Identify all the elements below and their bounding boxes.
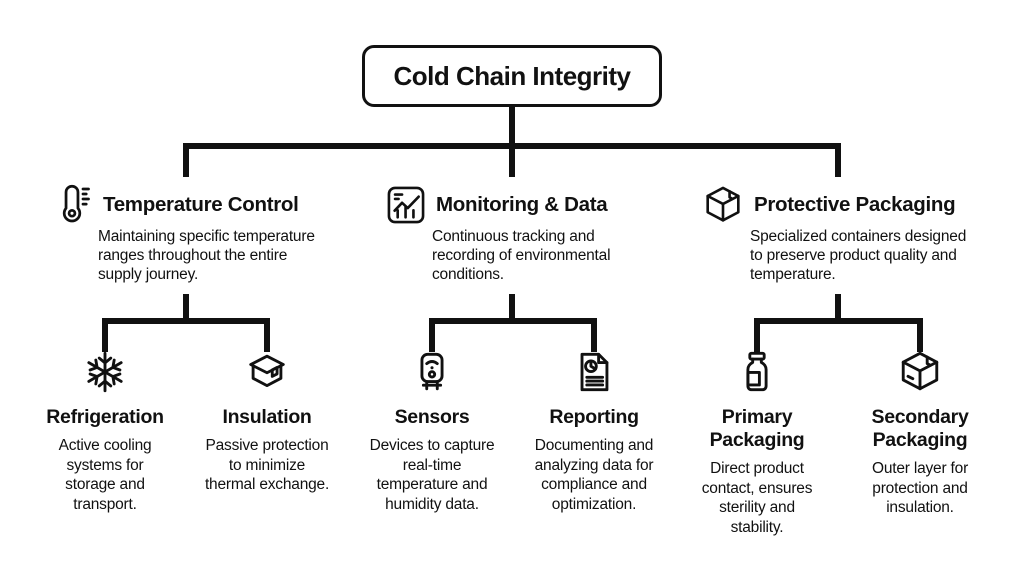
branch-description: Maintaining specific temperature ranges … <box>98 228 315 283</box>
branch-title: Monitoring & Data <box>436 193 608 216</box>
leaf-title: Refrigeration <box>46 406 164 428</box>
connector-sub1-drop-right <box>264 321 270 352</box>
line-chart-icon <box>387 186 425 224</box>
leaf-title: Insulation <box>222 406 312 428</box>
leaf-description: Direct product contact, ensures sterilit… <box>701 460 813 536</box>
root-node: Cold Chain Integrity <box>362 45 662 107</box>
leaf-description: Outer layer for protection and insulatio… <box>871 460 969 516</box>
connector-sub2-horizontal <box>429 318 597 324</box>
connector-sub3-stem <box>835 294 841 321</box>
branch-temperature-control: Temperature Control <box>50 182 299 228</box>
connector-drop-center <box>509 149 515 177</box>
connector-sub1-horizontal <box>102 318 270 324</box>
leaf-description: Active cooling systems for storage and t… <box>58 437 152 513</box>
leaf-title: Secondary Packaging <box>871 406 969 451</box>
branch-protective-packaging: Protective Packaging <box>701 182 956 228</box>
leaf-reporting: Reporting Documenting and analyzing data… <box>509 349 679 514</box>
snowflake-icon <box>87 351 123 393</box>
branch-title: Temperature Control <box>103 193 299 216</box>
leaf-title: Primary Packaging <box>709 406 805 451</box>
branch-monitoring-data: Monitoring & Data <box>385 182 608 228</box>
leaf-refrigeration: Refrigeration Active cooling systems for… <box>20 349 190 514</box>
branch-description: Specialized containers designed to prese… <box>750 228 967 283</box>
branch-title: Protective Packaging <box>754 193 956 216</box>
thermometer-icon <box>62 184 90 223</box>
leaf-title: Sensors <box>394 406 470 428</box>
vial-icon <box>746 351 768 392</box>
connector-sub2-stem <box>509 294 515 321</box>
leaf-description: Passive protection to minimize thermal e… <box>204 437 330 493</box>
leaf-description: Documenting and analyzing data for compl… <box>534 437 654 513</box>
leaf-description: Devices to capture real-time temperature… <box>369 437 495 513</box>
leaf-insulation: Insulation Passive protection to minimiz… <box>182 349 352 495</box>
connector-sub1-stem <box>183 294 189 321</box>
connector-sub1-drop-left <box>102 321 108 352</box>
connector-main-horizontal <box>183 143 841 149</box>
root-title: Cold Chain Integrity <box>393 60 632 91</box>
package-box-icon <box>901 351 939 391</box>
leaf-sensors: Sensors Devices to capture real-time tem… <box>347 349 517 514</box>
package-box-icon <box>706 186 740 222</box>
branch-description: Continuous tracking and recording of env… <box>432 228 611 283</box>
connector-sub3-drop-right <box>917 321 923 352</box>
connector-sub3-horizontal <box>754 318 923 324</box>
report-document-icon <box>580 352 609 392</box>
connector-sub3-drop-left <box>754 321 760 352</box>
connector-sub2-drop-left <box>429 321 435 352</box>
connector-drop-left <box>183 146 189 177</box>
connector-sub2-drop-right <box>591 321 597 352</box>
leaf-title: Reporting <box>549 406 639 428</box>
sensor-device-icon <box>420 352 444 391</box>
storage-box-icon <box>249 354 285 388</box>
leaf-primary-packaging: Primary Packaging Direct product contact… <box>672 349 842 537</box>
connector-root-stem <box>509 106 515 146</box>
leaf-secondary-packaging: Secondary Packaging Outer layer for prot… <box>835 349 1005 518</box>
connector-drop-right <box>835 146 841 177</box>
